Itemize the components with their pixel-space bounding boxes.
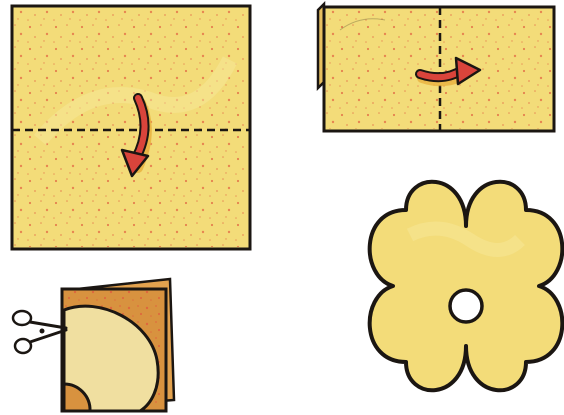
scissors-upper-handle [13, 311, 31, 325]
step-1-square-paper [12, 6, 250, 249]
scissors-lower-handle [15, 339, 31, 353]
step-3-cutting-pattern [13, 279, 174, 411]
flower-center-hole [450, 290, 482, 322]
scissors-pivot [40, 329, 45, 334]
four-petal-flower [370, 182, 563, 391]
step-2-folded-rectangle [318, 4, 554, 131]
step-4-flower-result [370, 182, 563, 391]
scissors-icon [13, 311, 66, 353]
